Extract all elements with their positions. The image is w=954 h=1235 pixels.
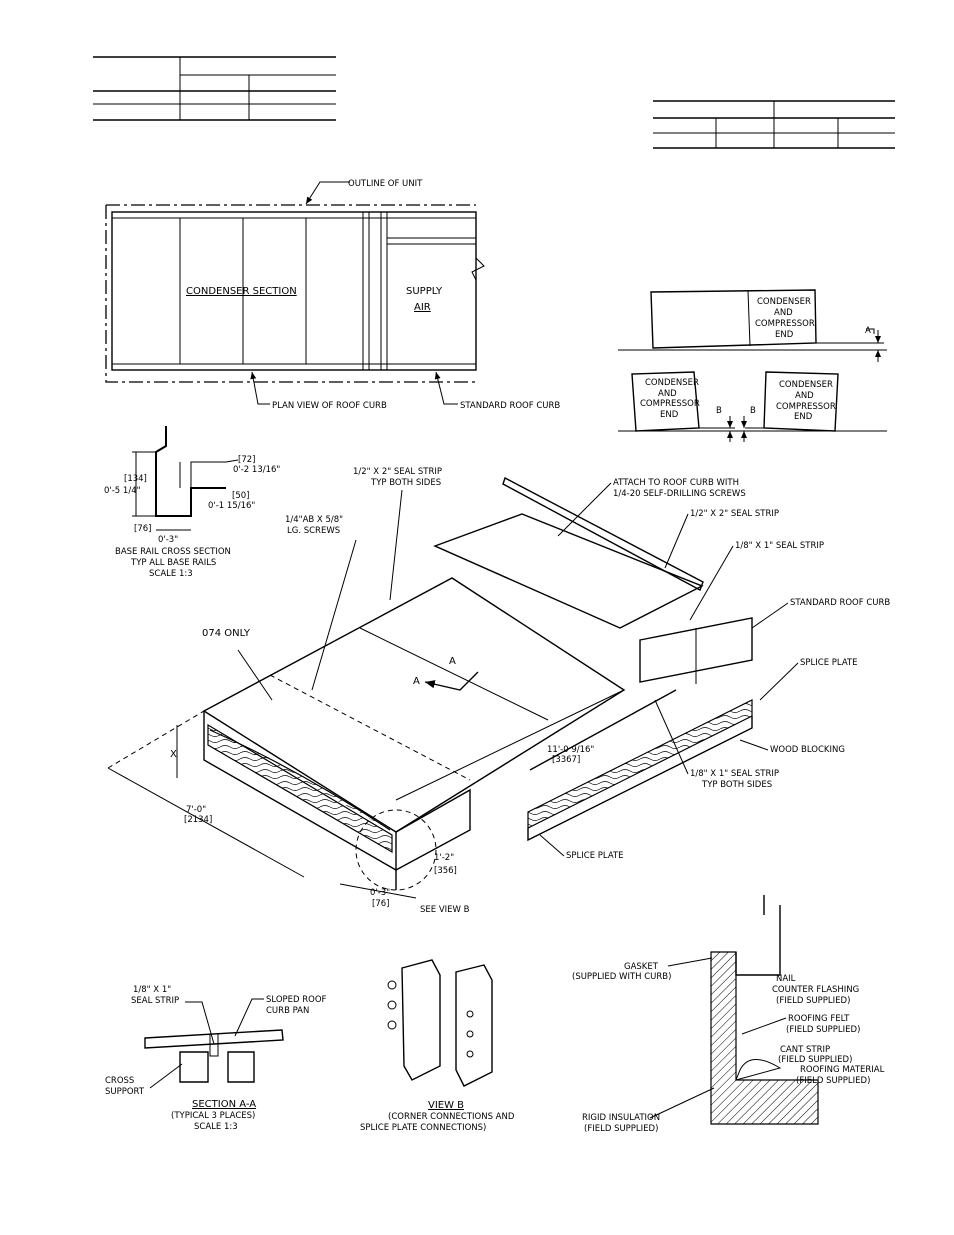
sloped-pan-label: SLOPED ROOF: [266, 995, 327, 1005]
nail-label: NAIL: [776, 974, 796, 984]
see-view-b-label: SEE VIEW B: [420, 905, 470, 915]
view-b: VIEW B (CORNER CONNECTIONS AND SPLICE PL…: [360, 959, 515, 1133]
seal-half-label: 1/2" X 2" SEAL STRIP: [690, 509, 779, 519]
dim-iso-0-3: 0'-3": [370, 888, 390, 898]
dim-3367: [3367]: [552, 755, 580, 765]
view-b-sub-1: (CORNER CONNECTIONS AND: [388, 1112, 515, 1122]
level-b-left-label-3: COMPRESSOR: [640, 399, 700, 409]
base-rail-scale: SCALE 1:3: [149, 569, 193, 579]
cross-support-sub: SUPPORT: [105, 1087, 145, 1097]
iso-standard-curb-label: STANDARD ROOF CURB: [790, 598, 890, 608]
level-a-label-3: COMPRESSOR: [755, 319, 815, 329]
dim-50: [50]: [232, 491, 249, 501]
gasket-label: GASKET: [624, 962, 659, 972]
air-label: AIR: [414, 302, 431, 313]
section-a-a-title: SECTION A-A: [192, 1099, 256, 1110]
level-diagram-b: CONDENSER AND COMPRESSOR END CONDENSER A…: [618, 371, 887, 442]
section-a-mark-top: A: [449, 656, 456, 667]
base-rail-cross-section: [134] 0'-5 1/4" [72] 0'-2 13/16" [50] 0'…: [104, 426, 280, 579]
level-a-label-4: END: [775, 330, 794, 340]
seal-strip-top-sub: TYP BOTH SIDES: [370, 478, 441, 488]
outline-of-unit-label: OUTLINE OF UNIT: [348, 179, 423, 189]
seal-both-label: 1/8" X 1" SEAL STRIP: [690, 769, 779, 779]
roofing-felt-sub: (FIELD SUPPLIED): [786, 1025, 860, 1035]
dim-11-0: 11'-0 9/16": [547, 745, 594, 755]
wood-blocking-label: WOOD BLOCKING: [770, 745, 845, 755]
view-b-title: VIEW B: [428, 1100, 464, 1111]
dim-2134: [2134]: [184, 815, 212, 825]
level-b-mark-right: B: [750, 406, 756, 416]
seal-strip-top-label: 1/2" X 2" SEAL STRIP: [353, 467, 442, 477]
counter-flashing-label: COUNTER FLASHING: [772, 985, 859, 995]
plan-view-of-roof-curb-label: PLAN VIEW OF ROOF CURB: [272, 401, 387, 411]
dim-x: X: [170, 749, 177, 760]
splice-plate-bottom-label: SPLICE PLATE: [566, 851, 624, 861]
dim-1-2: 1'-2": [434, 853, 454, 863]
section-a-a-sub: (TYPICAL 3 PLACES): [171, 1111, 255, 1121]
dim-134: [134]: [124, 474, 147, 484]
view-b-sub-2: SPLICE PLATE CONNECTIONS): [360, 1123, 486, 1133]
seal-eighth-label: 1/8" X 1" SEAL STRIP: [735, 541, 824, 551]
level-diagram-a: CONDENSER AND COMPRESSOR END A: [618, 289, 887, 362]
section-seal-sub: SEAL STRIP: [131, 996, 179, 1006]
screws-sub: LG. SCREWS: [287, 526, 340, 536]
level-b-mark-left: B: [716, 406, 722, 416]
level-b-left-label-2: AND: [658, 389, 677, 399]
dim-76: [76]: [134, 524, 151, 534]
level-b-left-label-1: CONDENSER: [645, 378, 699, 388]
base-rail-title: BASE RAIL CROSS SECTION: [115, 547, 231, 557]
level-b-right-label-3: COMPRESSOR: [776, 402, 836, 412]
table-right: [653, 100, 895, 149]
section-a-a: 1/8" X 1" SEAL STRIP SLOPED ROOF CURB PA…: [105, 985, 327, 1132]
seal-both-sub: TYP BOTH SIDES: [701, 780, 772, 790]
cant-strip-sub: (FIELD SUPPLIED): [778, 1055, 852, 1065]
attach-sub: 1/4-20 SELF-DRILLING SCREWS: [613, 489, 746, 499]
attach-label: ATTACH TO ROOF CURB WITH: [613, 478, 739, 488]
isometric-curb-assembly: X 7'-0" [2134] 11'-0 9/16" [3367] 1'-2" …: [107, 467, 890, 915]
roofing-felt-label: ROOFING FELT: [788, 1014, 850, 1024]
level-a-mark: A: [865, 326, 871, 336]
dim-7-0: 7'-0": [186, 805, 206, 815]
dim-0-2: 0'-2 13/16": [233, 465, 280, 475]
dim-72: [72]: [238, 455, 255, 465]
dim-356: [356]: [434, 866, 457, 876]
rigid-insulation-sub: (FIELD SUPPLIED): [584, 1124, 658, 1134]
section-seal-label: 1/8" X 1": [133, 985, 171, 995]
dim-iso-76: [76]: [372, 899, 389, 909]
roofing-material-sub: (FIELD SUPPLIED): [796, 1076, 870, 1086]
level-b-right-label-4: END: [794, 412, 813, 422]
standard-roof-curb-label: STANDARD ROOF CURB: [460, 401, 560, 411]
base-rail-subtitle: TYP ALL BASE RAILS: [130, 558, 216, 568]
074-only-label: 074 ONLY: [202, 628, 251, 639]
dim-0-3: 0'-3": [158, 535, 178, 545]
cant-strip-label: CANT STRIP: [780, 1045, 830, 1055]
plan-view: CONDENSER SECTION SUPPLY AIR OUTLINE OF …: [105, 179, 560, 411]
level-b-left-label-4: END: [660, 410, 679, 420]
screws-label: 1/4"AB X 5/8": [285, 515, 343, 525]
section-a-mark-bottom: A: [413, 676, 420, 687]
dim-0-5-quarter: 0'-5 1/4": [104, 486, 141, 496]
splice-plate-label: SPLICE PLATE: [800, 658, 858, 668]
section-a-a-scale: SCALE 1:3: [194, 1122, 238, 1132]
supply-label: SUPPLY: [406, 286, 443, 297]
level-b-right-label-1: CONDENSER: [779, 380, 833, 390]
cross-support-label: CROSS: [105, 1076, 134, 1086]
level-a-label-2: AND: [774, 308, 793, 318]
roofing-material-label: ROOFING MATERIAL: [800, 1065, 885, 1075]
counter-flashing-sub: (FIELD SUPPLIED): [776, 996, 850, 1006]
level-a-label-1: CONDENSER: [757, 297, 811, 307]
rigid-insulation-label: RIGID INSULATION: [582, 1113, 660, 1123]
sloped-pan-sub: CURB PAN: [266, 1006, 309, 1016]
table-left: [93, 56, 336, 121]
condenser-section-label: CONDENSER SECTION: [186, 286, 297, 297]
gasket-sub: (SUPPLIED WITH CURB): [572, 972, 671, 982]
level-b-right-label-2: AND: [795, 391, 814, 401]
flashing-detail: GASKET (SUPPLIED WITH CURB) NAIL COUNTER…: [572, 895, 885, 1134]
dim-0-1: 0'-1 15/16": [208, 501, 255, 511]
